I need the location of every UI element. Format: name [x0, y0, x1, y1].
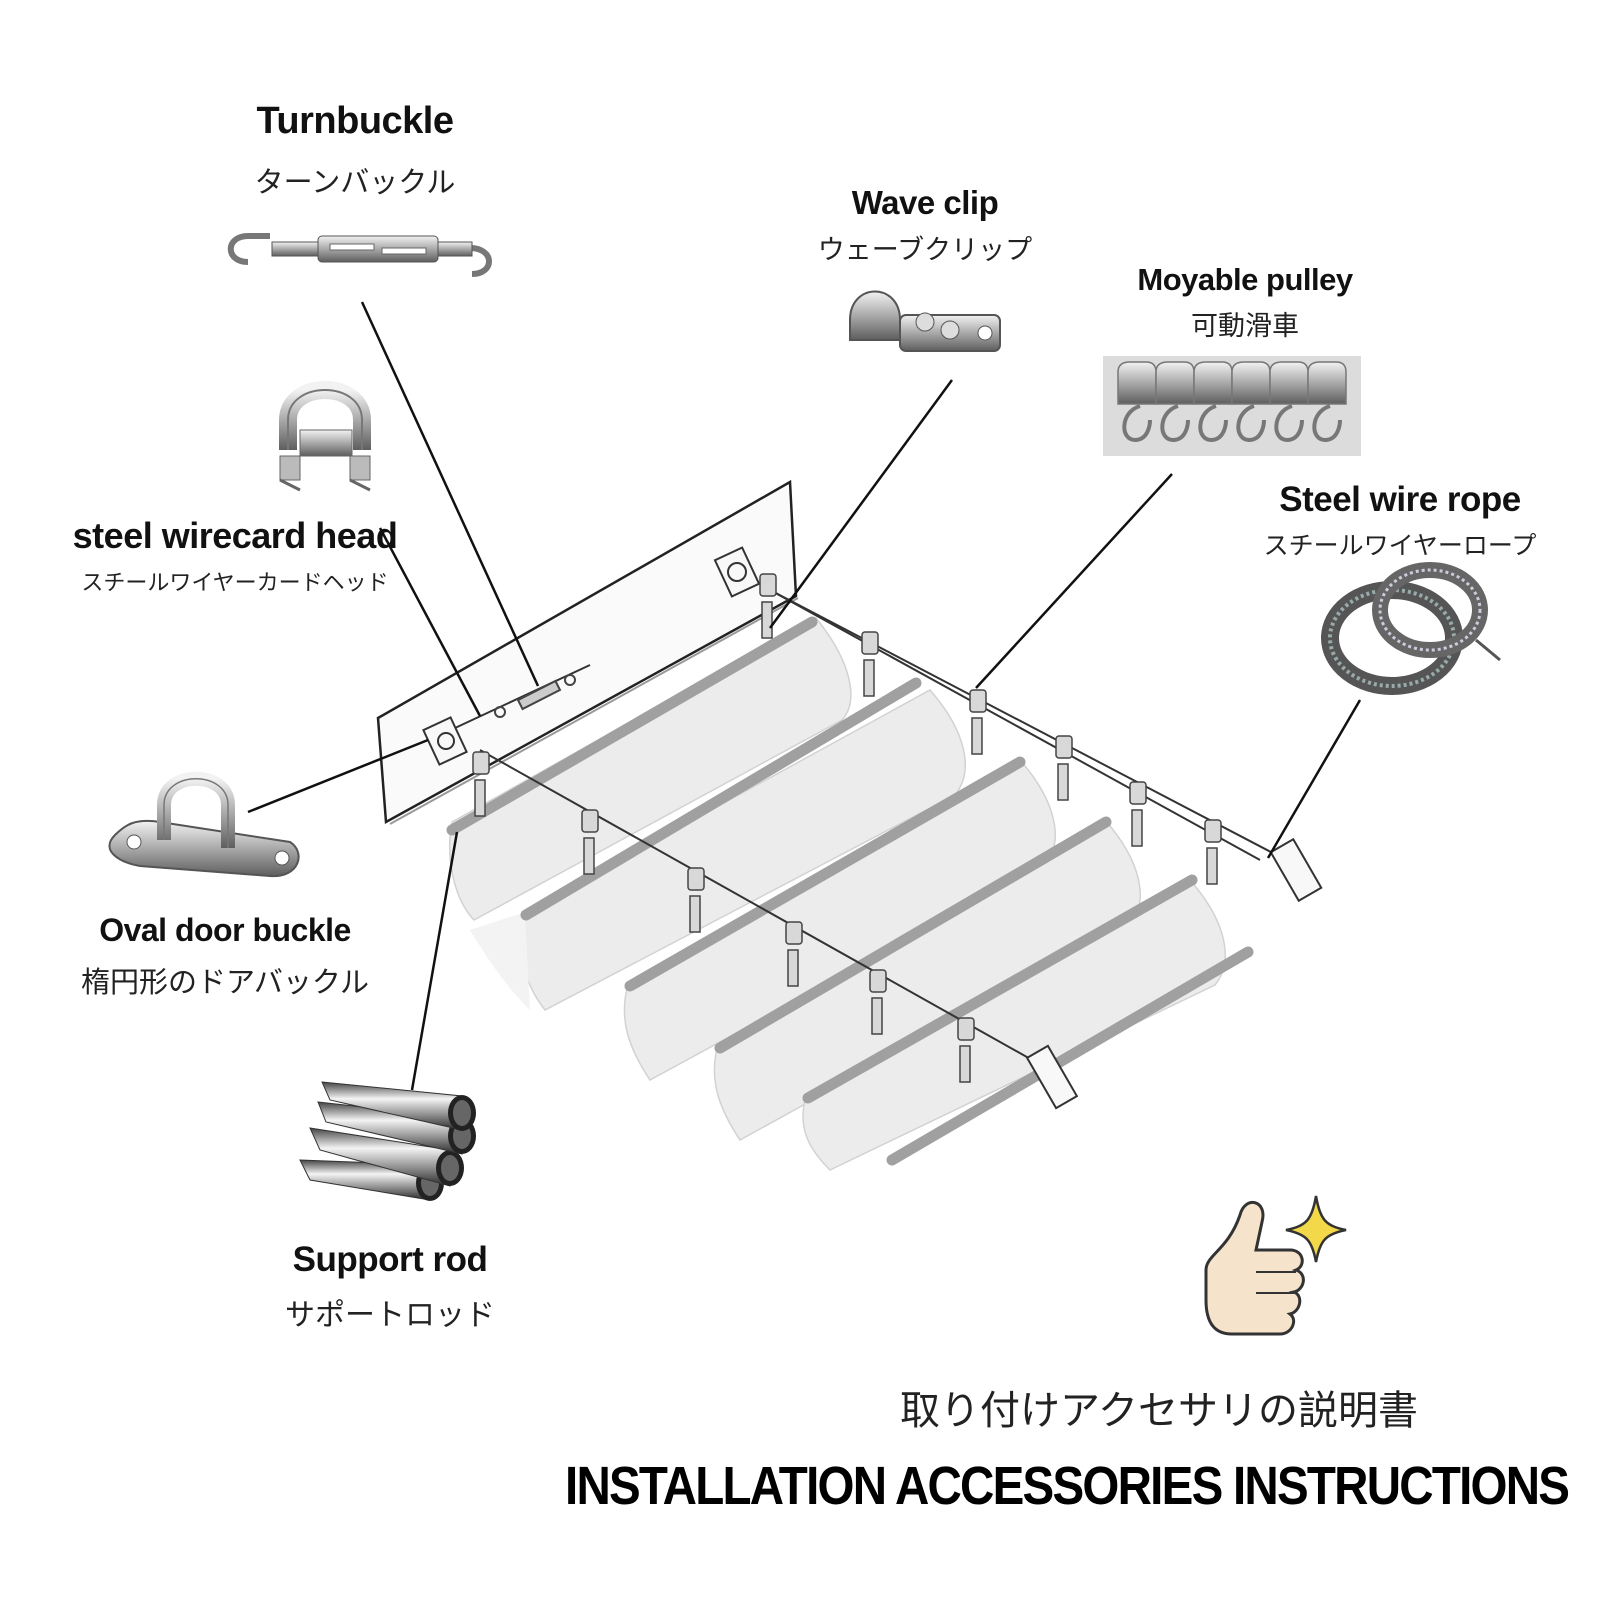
pad-eye-icon: [108, 771, 300, 878]
movable-pulley-label-en: Moyable pulley: [1137, 262, 1353, 297]
movable-pulley-label-jp: 可動滑車: [1191, 311, 1299, 342]
turnbuckle-label-en: Turnbuckle: [256, 100, 455, 142]
pulley: [581, 809, 599, 875]
leader-lines: [247, 301, 1362, 1091]
oval-door-buckle-label: Oval door buckle 楕円形のドアバックル: [55, 912, 395, 1001]
support-rods: [446, 616, 1254, 1166]
pulley: [869, 969, 887, 1035]
title-jp: 取り付けアクセサリの説明書: [900, 1388, 1418, 1434]
support-rod-label: Support rod サポートロッド: [245, 1240, 535, 1334]
pulley-icon: [1103, 356, 1361, 456]
wirecard-head-label-jp: スチールワイヤーカードヘッド: [81, 571, 389, 596]
steel-wire-rope-label-jp: スチールワイヤーロープ: [1263, 531, 1537, 560]
turnbuckle-icon: [227, 233, 492, 277]
pulley: [861, 631, 879, 697]
wall-board: [376, 479, 799, 825]
turnbuckle-label: Turnbuckle ターンバックル: [220, 100, 490, 201]
steel-wire-rope-label: Steel wire rope スチールワイヤーロープ: [1225, 480, 1575, 562]
movable-pulley-label: Moyable pulley 可動滑車: [1100, 262, 1390, 343]
title-en: INSTALLATION ACCESSORIES INSTRUCTIONS: [565, 1456, 1570, 1516]
wirecard-head-label-en: steel wirecard head: [72, 515, 398, 556]
shade-fabric: [449, 617, 1226, 1171]
steel-wire-rope-label-en: Steel wire rope: [1279, 480, 1521, 519]
steel-wires: [439, 589, 1291, 1071]
turnbuckle-label-jp: ターンバックル: [254, 165, 456, 199]
mounted-turnbuckle: [494, 674, 576, 718]
support-rod-label-jp: サポートロッド: [285, 1298, 495, 1333]
wave-clip-label-en: Wave clip: [851, 184, 999, 221]
wall-brackets: [422, 546, 1323, 1110]
pulley: [1055, 735, 1073, 801]
sparkle-icon: [1285, 1195, 1347, 1263]
wave-clip-label-jp: ウェーブクリップ: [817, 235, 1033, 266]
wirecard-head-label: steel wirecard head スチールワイヤーカードヘッド: [50, 515, 420, 597]
pulley: [957, 1017, 975, 1083]
pulley: [1204, 819, 1222, 885]
wave-clip-label: Wave clip ウェーブクリップ: [790, 184, 1060, 267]
oval-door-buckle-label-en: Oval door buckle: [99, 912, 351, 948]
pulley: [1129, 781, 1147, 847]
support-rod-label-en: Support rod: [292, 1240, 488, 1279]
wire-clip-icon: [279, 381, 371, 492]
rods-icon: [299, 1081, 476, 1201]
wire-rope-icon: [1321, 562, 1501, 695]
pulleys-on-wire: [472, 573, 1222, 1083]
wave-clip-icon: [849, 290, 1001, 352]
oval-door-buckle-label-jp: 楕円形のドアバックル: [81, 965, 369, 999]
pulley: [785, 921, 803, 987]
thumbs-up-icon: [1204, 1200, 1305, 1336]
pulley: [687, 867, 705, 933]
pulley: [969, 689, 987, 755]
pulley: [472, 751, 490, 817]
pulley: [759, 573, 777, 639]
